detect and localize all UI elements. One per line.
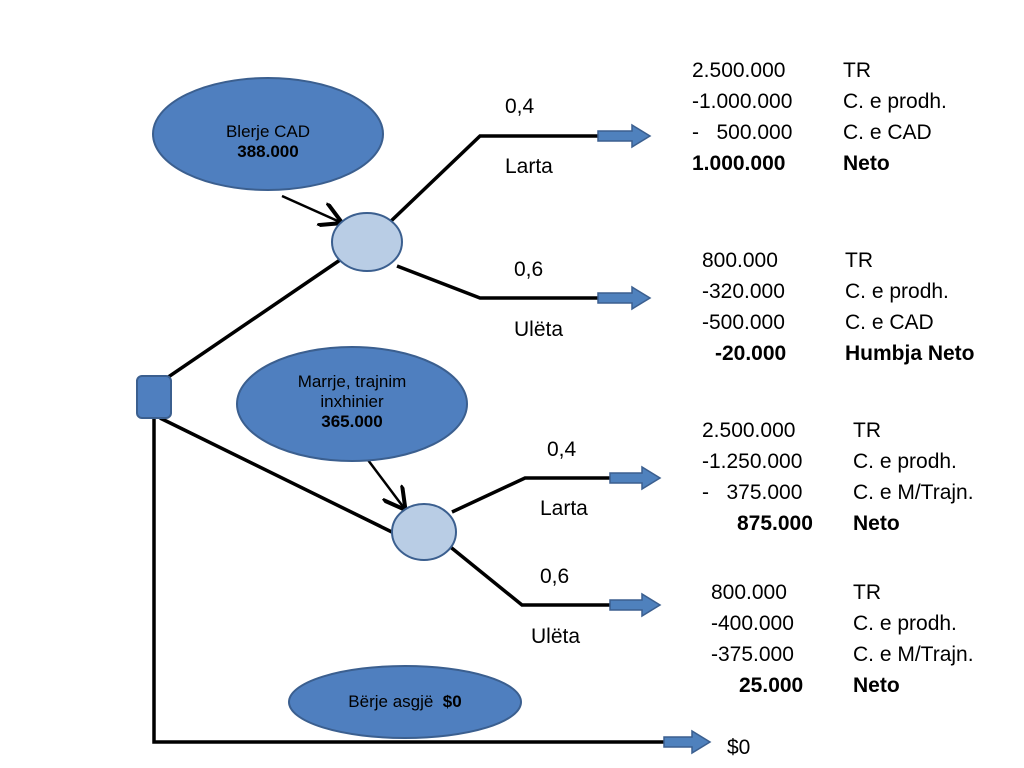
arrow-eng-high [609, 465, 662, 491]
outcome-label: C. e M/Trajn. [853, 643, 974, 666]
option-cad-name: Blerje CAD [225, 122, 311, 141]
option-nothing-name: Bërje asgjë [348, 692, 434, 711]
option-nothing-cost: $0 [442, 692, 462, 711]
bubble-nothing-text: Bërje asgjë $0 [300, 692, 510, 712]
outcome-label: TR [853, 419, 881, 442]
outcome-value: 2.500.000 [692, 59, 786, 82]
outcome-label: C. e prodh. [843, 90, 947, 113]
outcome-value: - 500.000 [692, 121, 793, 144]
outcome-label: TR [845, 249, 873, 272]
label-cad-high: Larta [505, 155, 553, 178]
label-cad-low: Ulëta [514, 318, 564, 341]
outcome-label: TR [843, 59, 871, 82]
outcome-label: C. e M/Trajn. [853, 481, 974, 504]
outcome-net-value: -20.000 [715, 342, 787, 365]
option-eng-name-line1: Marrje, trajnim [297, 372, 407, 391]
branch-cad-low [396, 264, 598, 300]
outcome-value: -375.000 [711, 643, 794, 666]
outcome-label: C. e CAD [843, 121, 932, 144]
branch-eng-low [446, 543, 610, 607]
label-eng-low: Ulëta [531, 625, 581, 648]
outcome-value: -400.000 [711, 612, 794, 635]
bubble-nothing [288, 665, 522, 739]
outcome-value: 2.500.000 [702, 419, 796, 442]
option-eng-cost: 365.000 [321, 412, 383, 431]
bubble-eng [236, 346, 468, 462]
outcome-label: C. e prodh. [853, 612, 957, 635]
line-decision-to-cad [157, 258, 341, 386]
outcome-value: -1.000.000 [692, 90, 793, 113]
prob-eng-low: 0,6 [540, 565, 570, 588]
branch-eng-high [451, 476, 610, 514]
line-decision-to-nothing [152, 416, 668, 744]
arrow-cad-low [597, 285, 652, 311]
outcome-net-value: 875.000 [737, 512, 813, 535]
prob-cad-low: 0,6 [514, 258, 544, 281]
outcome-nothing: $0 [727, 736, 751, 759]
pointer-cad [281, 194, 340, 222]
outcome-label: C. e prodh. [845, 280, 949, 303]
outcome-net-value: 1.000.000 [692, 152, 786, 175]
outcome-label: C. e prodh. [853, 450, 957, 473]
prob-eng-high: 0,4 [547, 438, 577, 461]
outcome-net-label: Neto [853, 512, 900, 535]
chance-node-eng [391, 503, 457, 561]
bubble-cad [152, 77, 384, 191]
arrow-eng-low [609, 592, 662, 618]
option-eng-name-line2: inxhinier [320, 392, 384, 411]
outcome-value: - 375.000 [702, 481, 803, 504]
bubble-cad-text: Blerje CAD 388.000 [193, 122, 343, 162]
outcome-label: C. e CAD [845, 311, 934, 334]
bubble-eng-text: Marrje, trajnim inxhinier 365.000 [272, 372, 432, 432]
outcome-value: 800.000 [711, 581, 787, 604]
line-decision-to-eng [159, 416, 399, 537]
outcome-net-value: 25.000 [739, 674, 804, 697]
decision-node [136, 375, 172, 419]
outcome-value: -320.000 [702, 280, 785, 303]
label-eng-high: Larta [540, 497, 588, 520]
outcome-value: -1.250.000 [702, 450, 803, 473]
pointer-eng [367, 459, 404, 508]
chance-node-cad [331, 212, 403, 272]
outcome-value: 800.000 [702, 249, 778, 272]
branch-cad-high [388, 134, 598, 224]
outcome-value: -500.000 [702, 311, 785, 334]
outcome-net-label: Neto [843, 152, 890, 175]
prob-cad-high: 0,4 [505, 95, 535, 118]
outcome-label: TR [853, 581, 881, 604]
outcome-net-label: Humbja Neto [845, 342, 975, 365]
arrow-nothing [663, 729, 712, 755]
outcome-net-label: Neto [853, 674, 900, 697]
arrow-cad-high [597, 123, 652, 149]
option-cad-cost: 388.000 [237, 142, 299, 161]
